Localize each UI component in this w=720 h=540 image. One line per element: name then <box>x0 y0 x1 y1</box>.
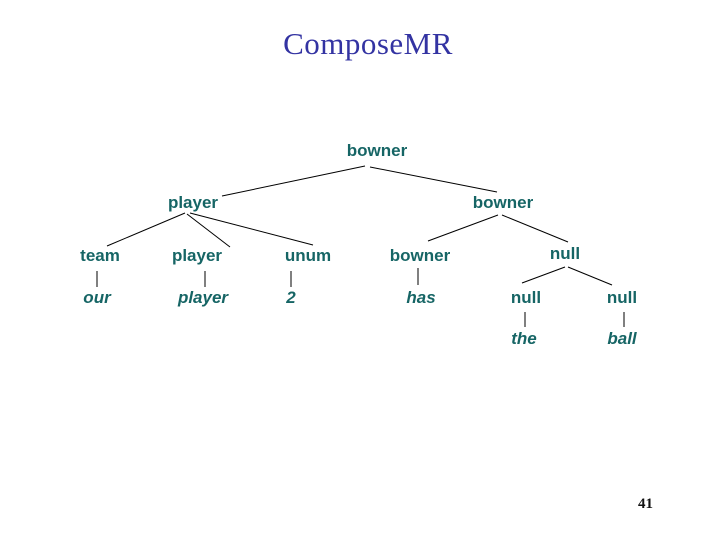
tree-node-l2-player: player <box>167 193 219 212</box>
tree-node-l3-bowner: bowner <box>389 246 451 265</box>
tree-edge-null-null-left <box>521 266 566 284</box>
tree-leaf-the: the <box>511 329 537 348</box>
tree-node-l3-player: player <box>171 246 223 265</box>
tree-edge-player-player <box>186 213 231 248</box>
tree-leaf-has: has <box>406 288 436 307</box>
tree-edge-null-null-right <box>567 266 613 286</box>
tree-node-l3-null: null <box>549 244 581 263</box>
tree-edge-root-bowner <box>369 166 498 193</box>
tree-leaf-our: our <box>83 288 111 307</box>
page-number: 41 <box>638 496 653 512</box>
tree-node-l3-unum: unum <box>284 246 332 265</box>
tree-edge-root-player <box>221 165 366 197</box>
tree-edge-player-team <box>106 212 186 247</box>
tree-node-l3-team: team <box>80 246 120 265</box>
tree-leaf-player: player <box>177 288 229 307</box>
tree-node-l4-null-left: null <box>510 288 542 307</box>
tree-leaf-2: 2 <box>286 288 296 307</box>
tree-node-root-bowner: bowner <box>346 141 408 160</box>
page-title: ComposeMR <box>283 26 453 61</box>
tree-edge-player-unum <box>189 212 314 246</box>
tree-node-l4-null-right: null <box>606 288 638 307</box>
tree-edge-bowner-null <box>501 214 569 243</box>
tree-edge-bowner-bowner <box>427 214 499 242</box>
tree-leaf-ball: ball <box>607 329 637 348</box>
tree-node-l2-bowner: bowner <box>472 193 534 212</box>
